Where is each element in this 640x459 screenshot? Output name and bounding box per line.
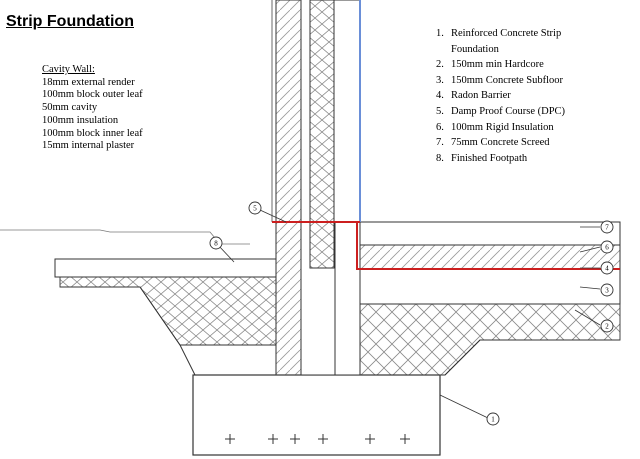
diagram-title: Strip Foundation: [6, 13, 134, 30]
inner-leaf-upper: [333, 0, 361, 223]
callout-circle: [600, 220, 614, 234]
callout-number: 5: [253, 205, 257, 213]
callout-circle: [600, 240, 614, 254]
callout-3: 3: [600, 283, 614, 297]
legend-item: 5.Damp Proof Course (DPC): [436, 105, 566, 117]
reinforcement-marks: [225, 434, 410, 444]
rigid-insulation: [359, 244, 621, 270]
cavity-wall-layer: 50mm cavity: [42, 102, 98, 114]
finished-footpath: [54, 258, 277, 278]
radon-barrier-line: [356, 222, 620, 270]
concrete-screed: [359, 221, 621, 246]
legend-item: 2.150mm min Hardcore: [436, 59, 544, 71]
legend-item: 1.Reinforced Concrete Strip Foundation: [436, 28, 562, 55]
callout-number: 6: [605, 244, 609, 252]
callout-circle: [486, 412, 500, 426]
callout-number: 4: [605, 265, 609, 273]
leader-lines: [217, 209, 601, 419]
callout-5: 5: [248, 201, 262, 215]
callout-markers: 1 2 3 4 5 6 7 8: [209, 201, 614, 426]
legend-item: 7.75mm Concrete Screed: [436, 137, 550, 149]
callout-number: 3: [605, 287, 609, 295]
callout-number: 2: [605, 323, 609, 331]
ground-line: [0, 229, 250, 245]
concrete-subfloor: [359, 268, 621, 305]
callout-number: 1: [491, 416, 495, 424]
callout-7: 7: [600, 220, 614, 234]
cavity-wall-layer: 18mm external render: [42, 76, 135, 88]
callout-6: 6: [600, 240, 614, 254]
cavity-wall-heading: Cavity Wall:: [42, 64, 95, 75]
cavity-wall-layer: 100mm block inner leaf: [42, 127, 143, 139]
legend-item: 8.Finished Footpath: [436, 152, 528, 164]
wall-insulation: [309, 0, 335, 269]
legend-item: 4.Radon Barrier: [436, 90, 511, 102]
callout-1: 1: [486, 412, 500, 426]
legend-item: 3.150mm Concrete Subfloor: [436, 74, 563, 86]
cavity-wall-layer: 15mm internal plaster: [42, 140, 135, 152]
callout-circle: [209, 236, 223, 250]
callout-circle: [600, 261, 614, 275]
cavity-wall-spec: Cavity Wall: 18mm external render 100mm …: [42, 64, 143, 153]
cavity-wall-layer: 100mm insulation: [42, 114, 119, 126]
callout-circle: [600, 283, 614, 297]
callout-circle: [248, 201, 262, 215]
callout-4: 4: [600, 261, 614, 275]
callout-circle: [600, 319, 614, 333]
components-legend: 1.Reinforced Concrete Strip Foundation 2…: [436, 26, 581, 166]
legend-item: 6.100mm Rigid Insulation: [436, 121, 554, 133]
hardcore-right: [359, 303, 621, 376]
cavity-wall-layer: 100mm block outer leaf: [42, 89, 143, 101]
outer-leaf-lower: [275, 221, 302, 376]
callout-2: 2: [600, 319, 614, 333]
callout-8: 8: [209, 236, 223, 250]
hardcore-left: [59, 276, 277, 346]
callout-number: 7: [605, 224, 609, 232]
outer-leaf-upper: [275, 0, 302, 223]
callout-number: 8: [214, 240, 218, 248]
